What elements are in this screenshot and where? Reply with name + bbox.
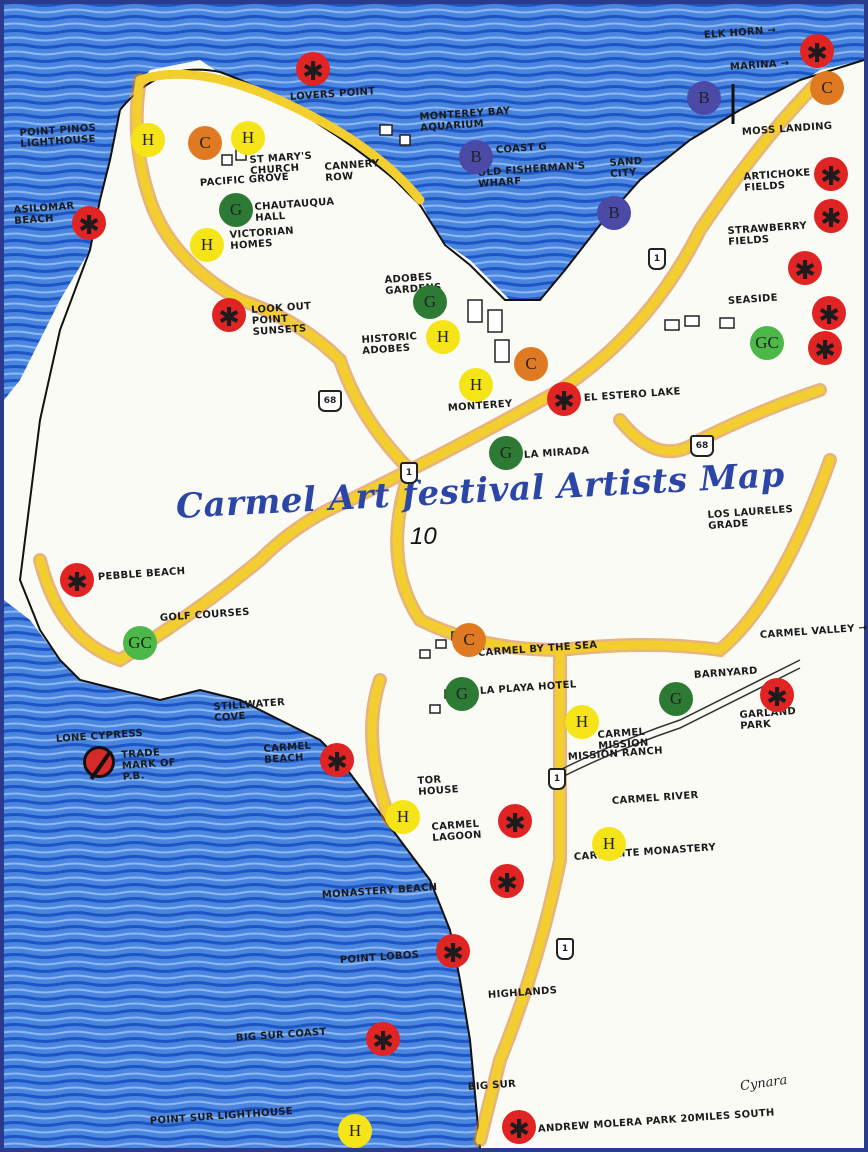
g-marker[interactable]: G [219, 193, 253, 227]
star-icon: ✱ [766, 683, 788, 713]
label-carmel-lagoon: CARMEL LAGOON [431, 818, 483, 844]
c-marker[interactable]: C [810, 71, 844, 105]
star-icon: ✱ [218, 303, 240, 333]
artist-star-marker[interactable]: ✱ [788, 251, 822, 286]
artist-star-marker[interactable]: ✱ [72, 206, 106, 241]
star-icon: ✱ [442, 939, 464, 969]
artist-star-marker[interactable]: ✱ [814, 199, 848, 234]
artist-star-marker[interactable]: ✱ [366, 1022, 400, 1057]
g-marker[interactable]: G [413, 285, 447, 319]
c-marker[interactable]: C [514, 347, 548, 381]
star-icon: ✱ [814, 336, 836, 366]
b-marker[interactable]: B [597, 196, 631, 230]
star-icon: ✱ [820, 162, 842, 192]
label-cannery-row: CANNERY ROW [324, 158, 381, 184]
artist-star-marker[interactable]: ✱ [60, 563, 94, 598]
artist-star-marker[interactable]: ✱ [812, 296, 846, 331]
label-carmel-beach: CARMEL BEACH [263, 740, 312, 766]
star-icon: ✱ [806, 39, 828, 69]
route-1-shield: 1 [648, 248, 666, 270]
h-marker[interactable]: H [426, 320, 460, 354]
h-marker[interactable]: H [190, 228, 224, 262]
b-marker[interactable]: B [687, 81, 721, 115]
star-icon: ✱ [820, 204, 842, 234]
c-marker[interactable]: C [188, 126, 222, 160]
artist-star-marker[interactable]: ✱ [212, 298, 246, 333]
h-marker[interactable]: H [131, 123, 165, 157]
artist-star-marker[interactable]: ✱ [800, 34, 834, 69]
star-icon: ✱ [553, 387, 575, 417]
g-marker[interactable]: G [659, 682, 693, 716]
page-number: 10 [410, 523, 437, 550]
label-tor-house: TOR HOUSE [417, 774, 460, 798]
star-icon: ✱ [372, 1027, 394, 1057]
route-1-shield: 1 [400, 462, 418, 484]
h-marker[interactable]: H [592, 827, 626, 861]
star-icon: ✱ [66, 568, 88, 598]
artist-star-marker[interactable]: ✱ [547, 382, 581, 417]
label-sand-city: SAND CITY [609, 155, 643, 180]
b-marker[interactable]: B [459, 140, 493, 174]
route-68-shield: 68 [318, 390, 342, 412]
ocean [4, 4, 864, 1148]
c-marker[interactable]: C [452, 623, 486, 657]
star-icon: ✱ [326, 748, 348, 778]
h-marker[interactable]: H [565, 705, 599, 739]
prohibited-icon [83, 746, 115, 778]
g-marker[interactable]: G [445, 677, 479, 711]
star-icon: ✱ [508, 1115, 530, 1145]
artist-star-marker[interactable]: ✱ [814, 157, 848, 192]
gc-marker[interactable]: GC [123, 626, 157, 660]
star-icon: ✱ [794, 256, 816, 286]
star-icon: ✱ [78, 211, 100, 241]
route-1-shield: 1 [548, 768, 566, 790]
carmel-river [559, 659, 801, 771]
star-icon: ✱ [818, 301, 840, 331]
artist-star-marker[interactable]: ✱ [490, 864, 524, 899]
artist-star-marker[interactable]: ✱ [320, 743, 354, 778]
route-68-shield: 68 [690, 435, 714, 457]
g-marker[interactable]: G [489, 436, 523, 470]
h-marker[interactable]: H [459, 368, 493, 402]
artist-star-marker[interactable]: ✱ [760, 678, 794, 713]
label-lookout: LOOK OUT POINT SUNSETS [250, 300, 312, 338]
label-trademark: TRADE MARK OF P.B. [120, 747, 177, 783]
artist-star-marker[interactable]: ✱ [502, 1110, 536, 1145]
star-icon: ✱ [496, 869, 518, 899]
star-icon: ✱ [302, 57, 324, 87]
h-marker[interactable]: H [231, 121, 265, 155]
artist-star-marker[interactable]: ✱ [808, 331, 842, 366]
route-1-shield: 1 [556, 938, 574, 960]
star-icon: ✱ [504, 809, 526, 839]
artist-star-marker[interactable]: ✱ [296, 52, 330, 87]
h-marker[interactable]: H [338, 1114, 372, 1148]
gc-marker[interactable]: GC [750, 326, 784, 360]
artist-star-marker[interactable]: ✱ [498, 804, 532, 839]
artist-star-marker[interactable]: ✱ [436, 934, 470, 969]
h-marker[interactable]: H [386, 800, 420, 834]
